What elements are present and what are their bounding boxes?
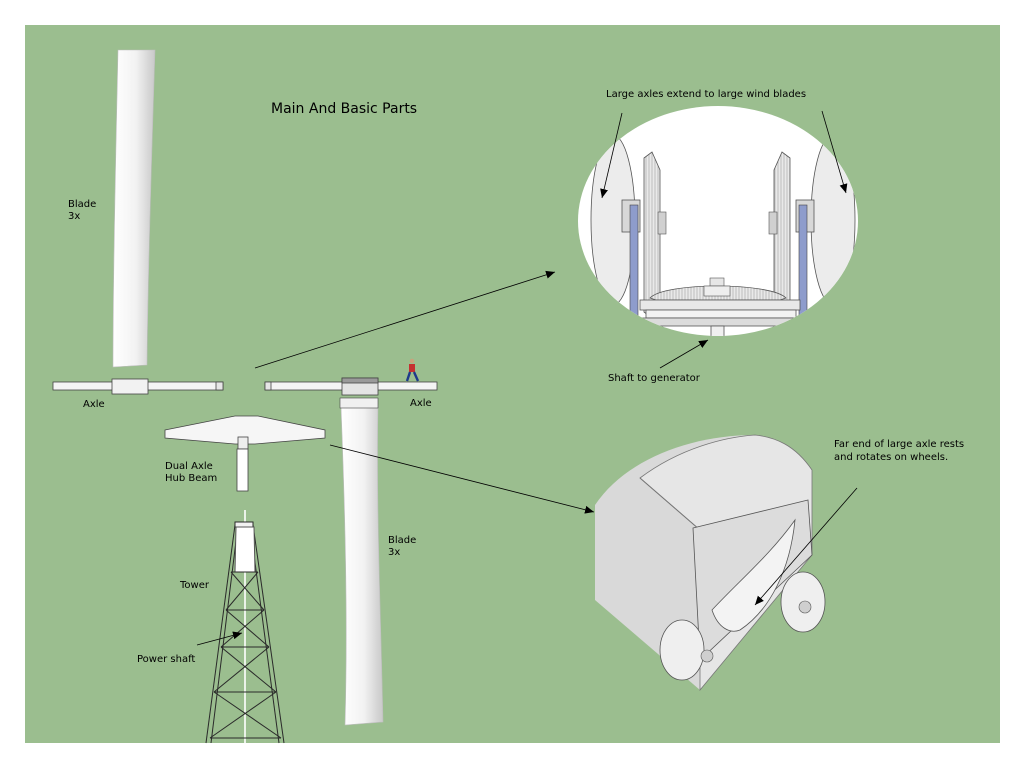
detail-shaft-label: Shaft to generator [608, 373, 700, 384]
axle-right-label: Axle [410, 398, 432, 409]
detail-axles-label: Large axles extend to large wind blades [606, 89, 807, 100]
power-shaft-label: Power shaft [137, 654, 196, 665]
axle-left-label: Axle [83, 399, 105, 410]
blade-right [339, 397, 384, 726]
blade-top [112, 49, 156, 368]
axle-right [264, 377, 438, 396]
arrow-axle-to-detail [254, 270, 556, 369]
tower [205, 510, 285, 744]
blade-right-label: Blade [388, 535, 417, 546]
arrow-hub-to-wheel [329, 444, 595, 514]
arrow-shaft [659, 339, 709, 369]
tower-label: Tower [180, 580, 209, 591]
person-figure [405, 358, 420, 382]
hub-beam [164, 415, 326, 492]
blade-top-label: Blade [68, 199, 97, 210]
leader-lines [196, 110, 858, 646]
hub-beam-label-line2: Hub Beam [165, 473, 218, 484]
arrow-wheel [754, 487, 858, 606]
detail-wheel-label-line2: and rotates on wheels. [834, 452, 949, 463]
arrow-power-shaft [196, 631, 243, 646]
blade-top-count: 3x [68, 211, 81, 222]
blade-right-count: 3x [388, 547, 401, 558]
diagram-title: Main And Basic Parts [271, 101, 418, 117]
gear-detail [578, 106, 858, 336]
arrow-detail-left [600, 112, 623, 199]
arrow-detail-right [821, 110, 848, 194]
axle-left [52, 378, 224, 395]
hub-beam-label-line1: Dual Axle [165, 461, 213, 472]
wheel-detail [595, 434, 826, 692]
detail-wheel-label-line1: Far end of large axle rests [834, 439, 965, 450]
